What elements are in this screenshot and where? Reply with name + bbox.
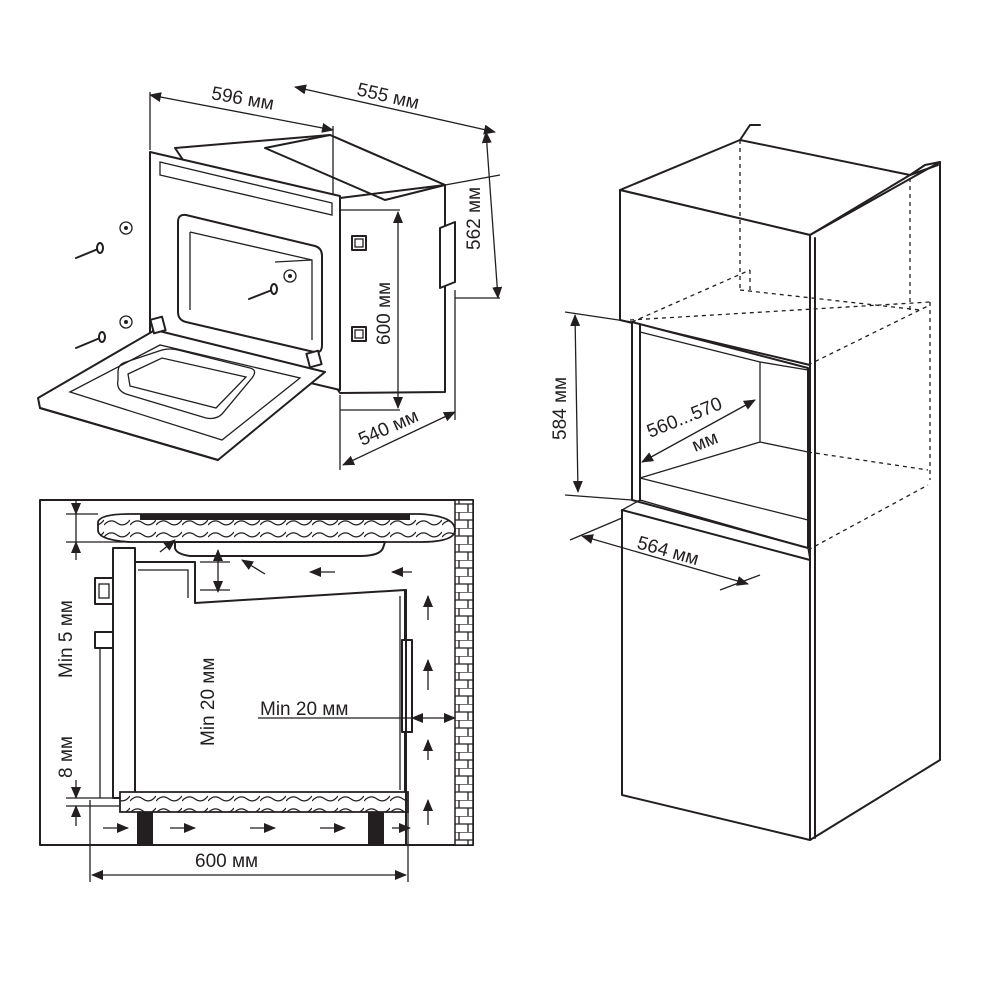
section-width-label: 600 мм [195,851,258,872]
screw-icon [248,283,278,300]
niche-height-label: 584 мм [550,377,571,440]
min-top-label: Min 5 мм [56,600,77,678]
oven-side-height-label: 562 мм [464,187,485,250]
min-back-label: Min 20 мм [260,699,348,720]
cabinet-drawing: 584 мм 560...570 мм 564 мм [550,124,941,841]
screw-icon [75,242,104,259]
airflow-arrows [103,539,433,833]
oven-drawing: 596 мм 555 мм 562 мм 600 мм 540 мм [37,79,503,470]
screw-icon [75,331,106,349]
section-drawing: Min 5 мм Min 20 мм Min 20 мм 8 мм 600 мм [39,499,474,882]
oven-width-label: 596 мм [210,83,276,115]
oven-depth-label: 555 мм [355,79,421,114]
wall [454,499,474,846]
min-gap-label: Min 20 мм [198,658,219,746]
oven-front-height-label: 600 мм [374,282,395,345]
bottom-gap-label: 8 мм [56,736,77,778]
